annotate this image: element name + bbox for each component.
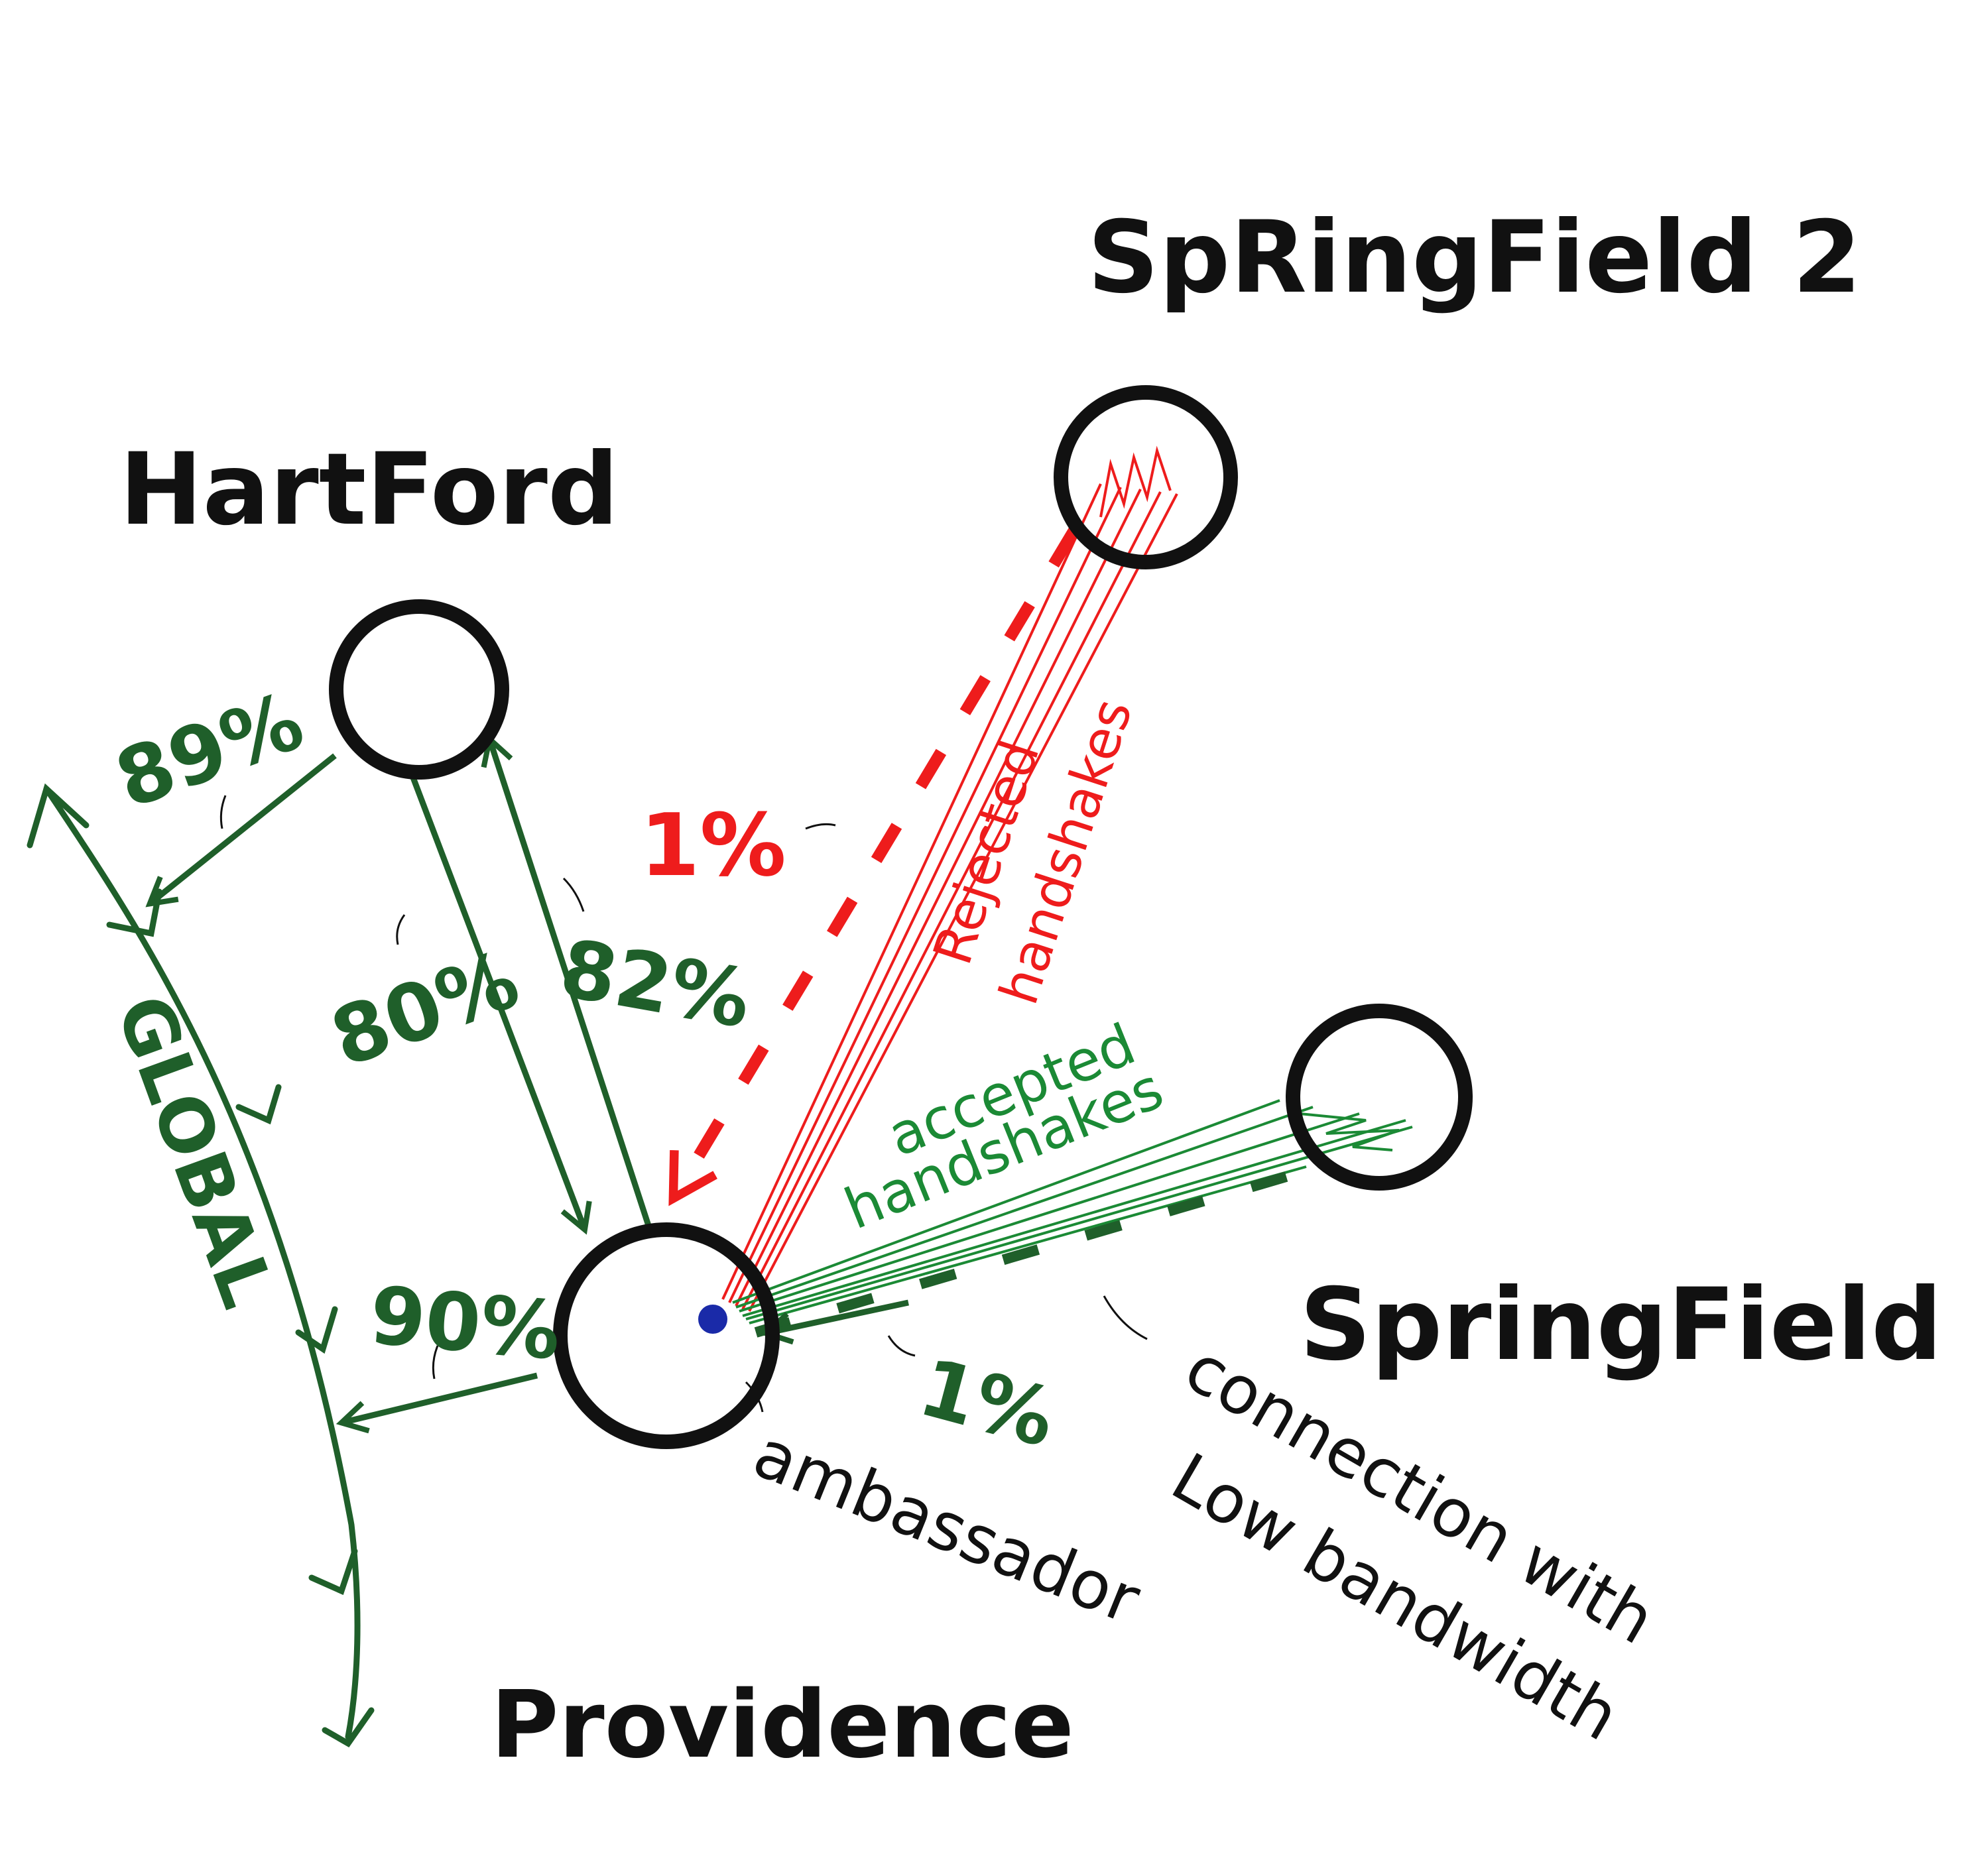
label-springfield1: SpringField 1: [1300, 1267, 1964, 1383]
label-global: GLOBAL: [100, 984, 291, 1318]
label-hartford: HartFord: [119, 432, 619, 548]
edge-hartford-to-global: [145, 753, 337, 908]
edge-springfield1-arrowhead: [760, 1299, 909, 1345]
node-springfield2-circle[interactable]: [1054, 385, 1238, 569]
label-89-percent: 89%: [104, 675, 314, 827]
node-springfield1-circle[interactable]: [1286, 1004, 1473, 1191]
label-1-percent-red: 1%: [640, 795, 786, 896]
node-hartford-circle[interactable]: [329, 599, 509, 780]
global-flow-line: [27, 783, 375, 1747]
edge-providence-to-global: [336, 1372, 538, 1434]
rejected-handshakes-lines: [721, 445, 1178, 1312]
edge-springfield1-to-providence: [754, 1171, 1288, 1338]
ambassador-dot: [698, 1305, 727, 1334]
label-1-percent-green: 1%: [910, 1342, 1064, 1466]
label-90-percent: 90%: [366, 1269, 564, 1378]
label-80-percent: 80%: [320, 933, 530, 1085]
edge-providence-to-hartford: [481, 734, 653, 1231]
node-providence-circle[interactable]: [553, 1222, 780, 1449]
label-providence: Providence: [491, 1671, 1074, 1779]
label-springfield2: SpRingField 2: [1087, 200, 1861, 316]
edge-hartford-to-providence: [408, 771, 592, 1235]
accepted-handshakes-lines: [732, 1099, 1413, 1324]
label-ambassador: ambassador: [743, 1415, 1151, 1639]
